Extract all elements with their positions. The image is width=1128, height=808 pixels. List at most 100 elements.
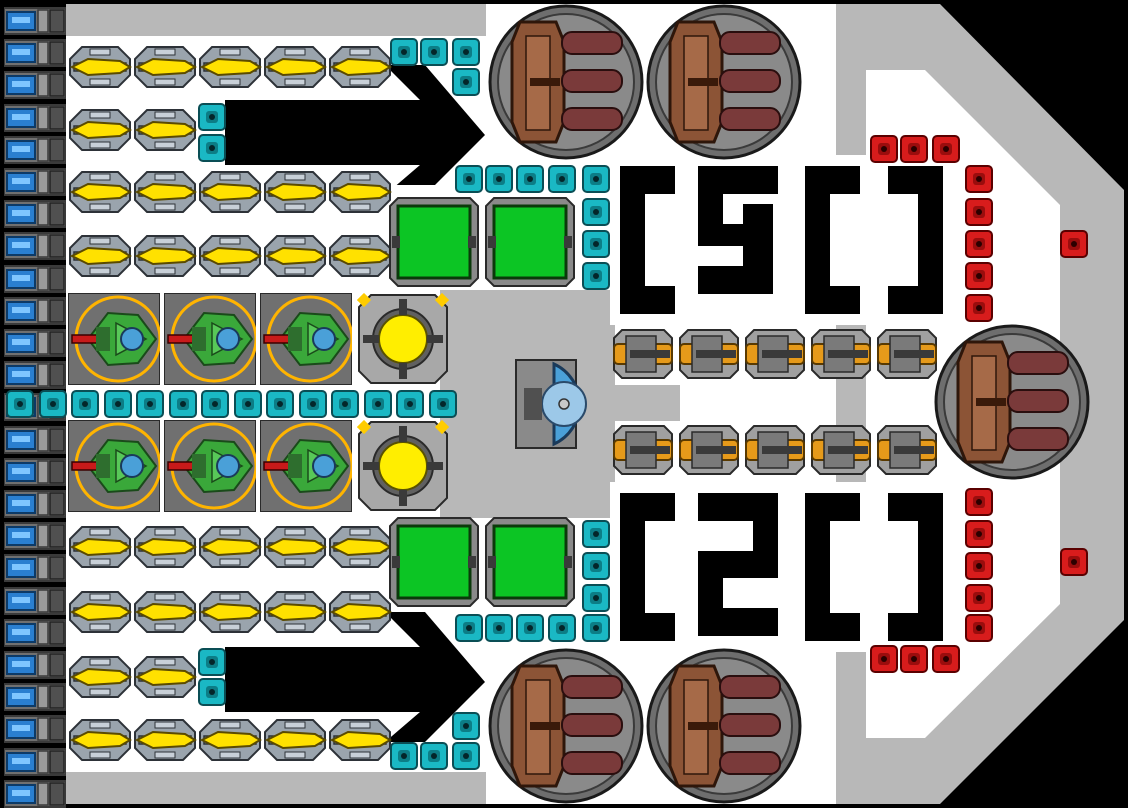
armor-block-cyan[interactable] [582,230,610,258]
autocannon[interactable] [810,424,872,476]
armor-block-cyan[interactable] [455,614,483,642]
heavy-turret[interactable] [644,646,804,806]
armor-block-red[interactable] [965,165,993,193]
missile-pod[interactable] [133,655,197,699]
missile-pod[interactable] [133,718,197,762]
armor-block-red[interactable] [965,488,993,516]
thruster-unit[interactable] [3,489,67,519]
armor-block-cyan[interactable] [71,390,99,418]
missile-pod[interactable] [133,590,197,634]
autocannon[interactable] [810,328,872,380]
thruster-unit[interactable] [3,650,67,680]
heavy-turret[interactable] [932,322,1092,482]
missile-pod[interactable] [68,590,132,634]
reactor[interactable] [484,516,576,608]
armor-block-cyan[interactable] [390,742,418,770]
autocannon[interactable] [876,328,938,380]
missile-pod[interactable] [68,108,132,152]
thruster-unit[interactable] [3,714,67,744]
armor-block-cyan[interactable] [390,38,418,66]
thruster-unit[interactable] [3,425,67,455]
armor-block-cyan[interactable] [428,390,457,418]
armor-block-cyan[interactable] [582,552,610,580]
thruster-unit[interactable] [3,231,67,261]
missile-pod[interactable] [328,45,392,89]
missile-pod[interactable] [198,170,262,214]
autocannon[interactable] [744,328,806,380]
reactor[interactable] [388,196,480,288]
missile-pod[interactable] [133,170,197,214]
missile-pod[interactable] [68,525,132,569]
autocannon[interactable] [612,424,674,476]
core-node[interactable] [356,292,450,385]
armor-block-cyan[interactable] [198,103,226,131]
armor-block-cyan[interactable] [420,38,448,66]
autocannon[interactable] [612,328,674,380]
armor-block-cyan[interactable] [198,678,226,706]
armor-block-red[interactable] [870,135,898,163]
fighter-bay[interactable] [163,292,258,386]
armor-block-red[interactable] [965,262,993,290]
missile-pod[interactable] [68,234,132,278]
armor-block-red[interactable] [965,230,993,258]
armor-block-cyan[interactable] [582,614,610,642]
armor-block-red[interactable] [965,294,993,322]
armor-block-cyan[interactable] [485,165,513,193]
thruster-unit[interactable] [3,199,67,229]
thruster-unit[interactable] [3,457,67,487]
armor-block-cyan[interactable] [363,390,392,418]
missile-pod[interactable] [133,45,197,89]
missile-pod[interactable] [263,718,327,762]
fighter-bay[interactable] [259,419,354,513]
armor-block-red[interactable] [932,135,960,163]
armor-block-cyan[interactable] [548,614,576,642]
thruster-unit[interactable] [3,328,67,358]
armor-block-cyan[interactable] [452,38,480,66]
autocannon[interactable] [678,424,740,476]
armor-block-red[interactable] [965,584,993,612]
missile-pod[interactable] [68,718,132,762]
armor-block-cyan[interactable] [266,390,294,418]
missile-pod[interactable] [328,170,392,214]
missile-pod[interactable] [328,525,392,569]
armor-block-cyan[interactable] [455,165,483,193]
thruster-unit[interactable] [3,360,67,390]
thruster-unit[interactable] [3,70,67,100]
heavy-turret[interactable] [644,2,804,162]
reactor[interactable] [484,196,576,288]
armor-block-red[interactable] [965,614,993,642]
fighter-bay[interactable] [259,292,354,386]
missile-pod[interactable] [263,45,327,89]
missile-pod[interactable] [68,45,132,89]
armor-block-cyan[interactable] [516,614,544,642]
armor-block-cyan[interactable] [198,134,226,162]
missile-pod[interactable] [68,170,132,214]
thruster-unit[interactable] [3,553,67,583]
thruster-unit[interactable] [3,38,67,68]
thruster-unit[interactable] [3,167,67,197]
armor-block-cyan[interactable] [6,390,34,418]
thruster-unit[interactable] [3,521,67,551]
missile-pod[interactable] [198,590,262,634]
missile-pod[interactable] [263,590,327,634]
armor-block-red[interactable] [932,645,960,673]
missile-pod[interactable] [198,45,262,89]
thruster-unit[interactable] [3,747,67,777]
autocannon[interactable] [678,328,740,380]
reactor[interactable] [388,516,480,608]
missile-pod[interactable] [328,718,392,762]
armor-block-red[interactable] [1060,230,1088,258]
armor-block-red[interactable] [965,552,993,580]
armor-block-red[interactable] [900,645,928,673]
core-node[interactable] [356,419,450,512]
armor-block-cyan[interactable] [198,648,226,676]
missile-pod[interactable] [133,108,197,152]
armor-block-cyan[interactable] [452,742,480,770]
armor-block-cyan[interactable] [485,614,513,642]
heavy-turret[interactable] [486,2,646,162]
thruster-unit[interactable] [3,264,67,294]
armor-block-cyan[interactable] [298,390,327,418]
armor-block-cyan[interactable] [452,68,480,96]
armor-block-red[interactable] [900,135,928,163]
